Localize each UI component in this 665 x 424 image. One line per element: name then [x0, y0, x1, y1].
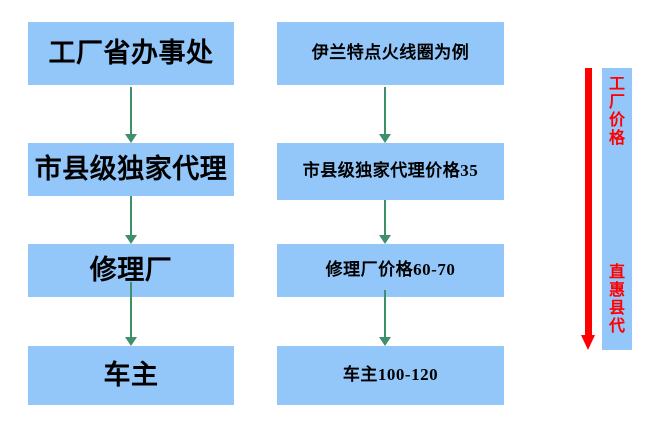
flow-arrow-1: [124, 87, 138, 143]
scale-label-char: 惠: [608, 281, 625, 299]
price-arrow-2: [378, 200, 392, 244]
node-label: 伊兰特点火线圈为例: [311, 43, 470, 63]
scale-label-char: 代: [608, 317, 625, 335]
scale-label-char: 县: [608, 299, 625, 317]
node-label: 工厂省办事处: [48, 37, 214, 68]
scale-label-char: 格: [608, 129, 625, 147]
node-label: 车主: [103, 359, 159, 390]
node-label: 修理厂价格60-70: [325, 260, 456, 280]
flow-arrow-2: [124, 196, 138, 244]
scale-label-char: 厂: [608, 93, 625, 111]
node-example-elantra-ignition-coil[interactable]: 伊兰特点火线圈为例: [277, 22, 504, 85]
scale-label-char: 价: [608, 111, 625, 129]
node-label: 市县级独家代理: [34, 153, 228, 184]
scale-label-direct-county-agent-text: 直惠县代: [606, 264, 628, 336]
node-repair-shop-price[interactable]: 修理厂价格60-70: [277, 244, 504, 297]
node-agent-price[interactable]: 市县级独家代理价格35: [277, 143, 504, 200]
node-county-exclusive-agent[interactable]: 市县级独家代理: [28, 143, 234, 196]
scale-label-factory-price: 工厂价格: [606, 76, 628, 148]
node-label: 车主100-120: [342, 365, 439, 385]
node-car-owner[interactable]: 车主: [28, 346, 234, 405]
node-car-owner-price[interactable]: 车主100-120: [277, 346, 504, 405]
scale-band: [602, 68, 632, 350]
node-factory-provincial-office[interactable]: 工厂省办事处: [28, 22, 234, 85]
scale-label-char: 工: [608, 76, 625, 93]
scale-label-factory-price-text: 工厂价格: [606, 76, 628, 148]
scale-label-char: 直: [608, 264, 625, 281]
scale-red-arrow-down: [581, 68, 596, 350]
node-repair-shop[interactable]: 修理厂: [28, 244, 234, 297]
flow-arrow-3: [124, 282, 138, 346]
price-arrow-3: [378, 290, 392, 346]
node-label: 修理厂: [89, 254, 173, 285]
price-arrow-1: [378, 87, 392, 143]
node-label: 市县级独家代理价格35: [302, 161, 479, 181]
scale-label-direct-county-agent: 直惠县代: [606, 264, 628, 336]
